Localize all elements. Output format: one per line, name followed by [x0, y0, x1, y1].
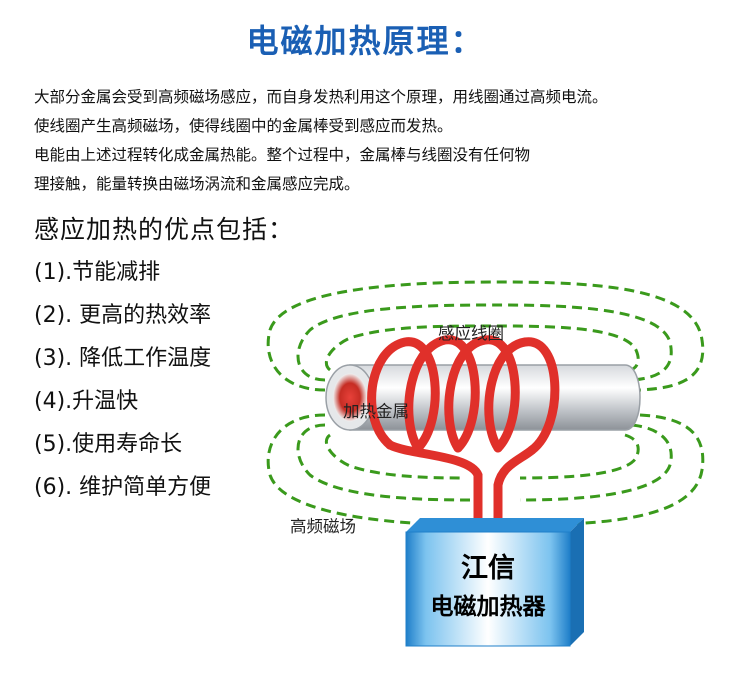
brand-name: 江信: [461, 553, 515, 584]
benefit-item-2: (2). 更高的热效率: [34, 303, 212, 328]
intro-line-2: 使线圈产生高频磁场，使得线圈中的金属棒受到感应而发热。: [34, 117, 453, 135]
benefits-heading: 感应加热的优点包括：: [34, 215, 295, 244]
heater-box: [405, 518, 584, 647]
intro-line-3: 电能由上述过程转化成金属热能。整个过程中，金属棒与线圈没有任何物: [34, 146, 531, 164]
diagram-graphic: [266, 280, 705, 647]
induction-coil: [367, 335, 560, 537]
intro-line-4: 理接触，能量转换由磁场涡流和金属感应完成。: [34, 175, 360, 193]
metal-label: 加热金属: [343, 402, 409, 421]
benefit-item-1: (1).节能减排: [34, 260, 161, 285]
intro-line-1: 大部分金属会受到高频磁场感应，而自身发热利用这个原理，用线圈通过高频电流。: [34, 88, 608, 106]
coil-label: 感应线圈: [438, 324, 504, 343]
page-title: 电磁加热原理：: [246, 22, 485, 60]
benefit-item-5: (5).使用寿命长: [34, 432, 183, 457]
benefit-item-3: (3). 降低工作温度: [34, 346, 212, 371]
rod-end-hot: [333, 373, 367, 422]
benefit-item-4: (4).升温快: [34, 389, 139, 414]
benefit-item-6: (6). 维护简单方便: [34, 475, 212, 500]
device-name: 电磁加热器: [430, 594, 546, 620]
induction-heating-diagram: 感应线圈 加热金属 高频磁场 江信 电磁加热器: [240, 270, 720, 660]
magnetic-field-lines: [266, 280, 705, 527]
field-label: 高频磁场: [290, 517, 356, 536]
metal-rod: [349, 364, 641, 431]
